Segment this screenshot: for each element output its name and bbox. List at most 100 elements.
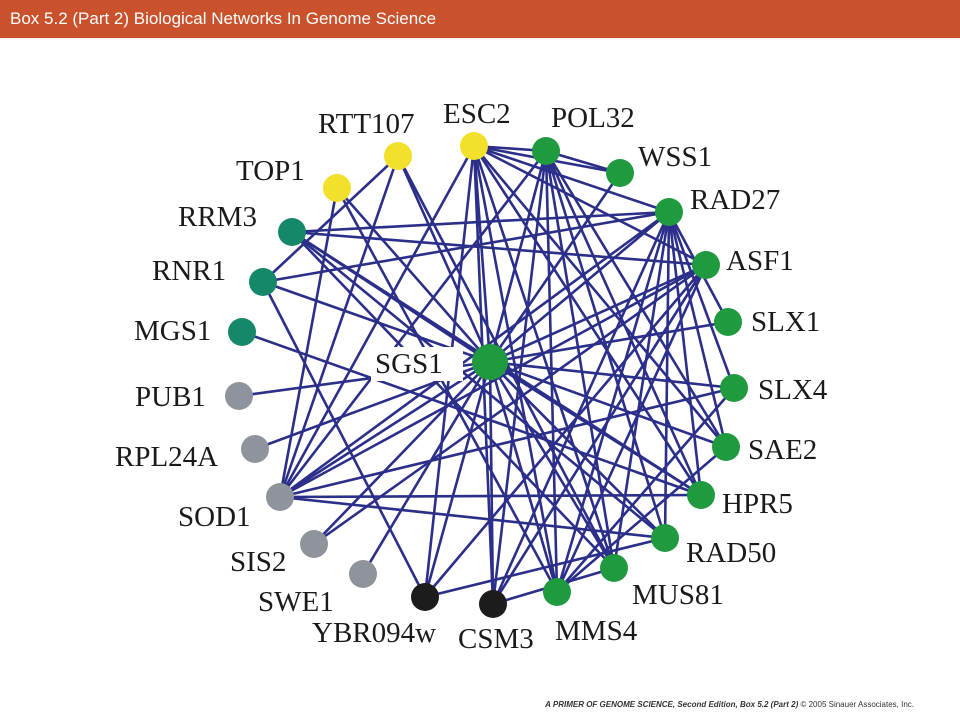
label-pub1: PUB1 — [135, 381, 206, 413]
edge-sgs1-slx1 — [489, 320, 729, 364]
node-hpr5 — [687, 481, 715, 509]
label-rpl24a: RPL24A — [115, 441, 218, 473]
node-slx4 — [720, 374, 748, 402]
node-sae2 — [712, 433, 740, 461]
label-csm3: CSM3 — [458, 623, 534, 655]
node-ybr094w — [411, 583, 439, 611]
node-rad27 — [655, 198, 683, 226]
node-slx1 — [714, 308, 742, 336]
node-swe1 — [349, 560, 377, 588]
label-sod1: SOD1 — [178, 501, 251, 533]
edge-rad27-mus81 — [612, 211, 671, 569]
edge-asf1-rrm3 — [291, 230, 707, 267]
node-sgs1 — [472, 344, 508, 380]
edge-rad50-ybr094w — [424, 536, 666, 599]
label-top1: TOP1 — [236, 155, 305, 187]
label-layer: TOP1 RTT107 ESC2 POL32WSS1RAD27ASF1SLX1SLX4… — [115, 98, 828, 655]
node-asf1 — [692, 251, 720, 279]
label-mgs1: MGS1 — [134, 315, 211, 347]
label-swe1: SWE1 — [258, 586, 334, 618]
node-pol32 — [532, 137, 560, 165]
label-sae2: SAE2 — [748, 434, 817, 466]
edge-pol32-mms4 — [544, 150, 559, 593]
label-rtt107: RTT107 — [318, 108, 415, 140]
footer-copyright: © 2005 Sinauer Associates, Inc. — [800, 700, 914, 709]
edge-sgs1-ybr094w — [423, 361, 492, 598]
node-mus81 — [600, 554, 628, 582]
label-rnr1: RNR1 — [152, 255, 226, 287]
edge-sgs1-rtt107 — [396, 155, 492, 363]
slide-title: Box 5.2 (Part 2) Biological Networks In … — [10, 9, 437, 28]
edge-sgs1-asf1 — [489, 263, 707, 364]
edge-sgs1-sae2 — [489, 360, 727, 449]
edge-sgs1-mus81 — [488, 361, 616, 569]
node-layer — [225, 132, 748, 618]
label-pol32: POL32 — [551, 102, 635, 134]
edge-sae2-mms4 — [556, 446, 727, 593]
label-mus81: MUS81 — [632, 579, 724, 611]
node-esc2 — [460, 132, 488, 160]
label-hpr5: HPR5 — [722, 488, 793, 520]
node-top1 — [323, 174, 351, 202]
footer-book: A PRIMER OF GENOME SCIENCE, Second Editi… — [545, 700, 799, 709]
node-mms4 — [543, 578, 571, 606]
edge-rad27-hpr5 — [667, 211, 703, 496]
edge-asf1-sod1 — [279, 263, 707, 499]
edge-top1-sod1 — [278, 187, 339, 498]
edge-pol32-rad50 — [544, 150, 667, 539]
footer-credit: A PRIMER OF GENOME SCIENCE, Second Editi… — [545, 700, 914, 709]
edge-top1-mms4 — [335, 187, 559, 593]
node-rtt107 — [384, 142, 412, 170]
title-bar: Box 5.2 (Part 2) Biological Networks In … — [0, 0, 960, 38]
edge-rad50-sod1 — [279, 495, 666, 540]
edge-pol32-mus81 — [544, 150, 616, 569]
label-sis2: SIS2 — [230, 546, 286, 578]
edge-sgs1-sis2 — [313, 361, 491, 545]
edge-sgs1-top1 — [336, 187, 491, 363]
label-slx1: SLX1 — [751, 306, 820, 338]
edge-slx4-sod1 — [279, 386, 735, 499]
edge-esc2-sae2 — [473, 145, 727, 448]
node-rnr1 — [249, 268, 277, 296]
label-ybr094w: YBR094w — [312, 617, 436, 649]
edge-rnr1-ybr094w — [261, 281, 427, 598]
node-mgs1 — [228, 318, 256, 346]
edge-asf1-csm3 — [491, 264, 708, 605]
edge-asf1-ybr094w — [424, 264, 707, 598]
edge-hpr5-sod1 — [279, 493, 702, 499]
edge-esc2-rad27 — [473, 144, 670, 214]
label-asf1: ASF1 — [726, 245, 794, 277]
edge-sgs1-pol32 — [488, 150, 548, 363]
edge-sgs1-swe1 — [361, 361, 492, 575]
node-sod1 — [266, 483, 294, 511]
edge-sgs1-sod1 — [279, 360, 491, 499]
label-rrm3: RRM3 — [178, 201, 257, 233]
edge-rad27-slx4 — [667, 211, 736, 389]
node-rad50 — [651, 524, 679, 552]
label-sgs1: SGS1 — [375, 348, 443, 380]
edge-rtt107-rnr1 — [262, 155, 399, 283]
edge-sgs1-rad27 — [489, 211, 670, 363]
edge-asf1-mms4 — [555, 264, 708, 593]
edge-mgs1-hpr5 — [241, 330, 702, 497]
label-rad27: RAD27 — [690, 184, 780, 216]
edge-rad27-rrm3 — [291, 210, 670, 234]
edge-rtt107-sod1 — [278, 155, 400, 498]
node-pub1 — [225, 382, 253, 410]
node-csm3 — [479, 590, 507, 618]
label-slx4: SLX4 — [758, 374, 828, 406]
edge-sgs1-mms4 — [488, 361, 559, 593]
edge-sgs1-wss1 — [488, 172, 622, 363]
center-label-backdrop — [371, 347, 463, 381]
label-mms4: MMS4 — [555, 615, 638, 647]
label-rad50: RAD50 — [686, 537, 776, 569]
label-esc2: ESC2 — [443, 98, 511, 130]
edge-esc2-hpr5 — [472, 145, 703, 496]
edge-rad27-csm3 — [491, 211, 671, 605]
node-rrm3 — [278, 218, 306, 246]
node-wss1 — [606, 159, 634, 187]
label-wss1: WSS1 — [638, 141, 712, 173]
edge-layer — [238, 144, 736, 606]
node-rpl24a — [241, 435, 269, 463]
